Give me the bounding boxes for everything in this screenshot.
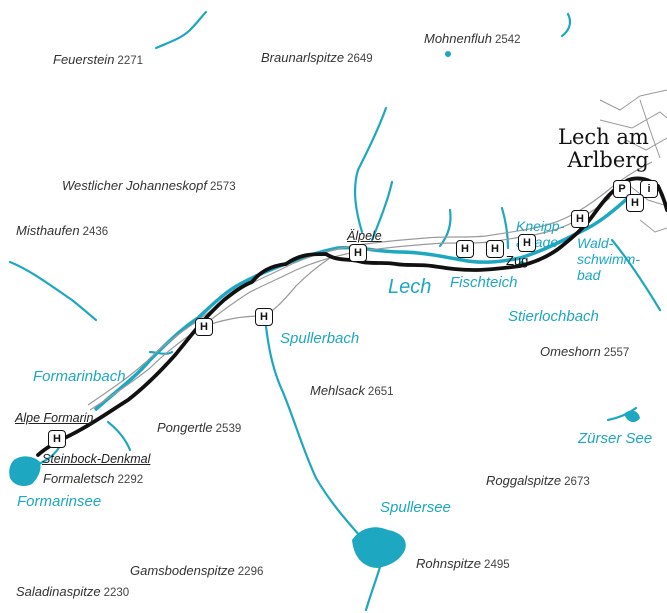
bus-stop-zug: Zug [506,253,529,268]
stream-tributary-3 [438,208,452,248]
info-icon: i [640,180,658,198]
lake-zuerser-see [624,410,640,423]
stream-feuerstein [154,10,208,50]
poi-aelpele: Älpele [347,229,382,243]
road-formarin [87,161,653,406]
lake-spullersee [352,527,406,568]
bus-stop-icon: H [349,244,367,262]
stream-zuers [606,406,638,422]
parking-icon: P [613,180,631,198]
bus-stop-icon: H [571,210,589,228]
lake-formarinsee [9,456,41,486]
label-zuerser-see: Zürser See [578,430,653,447]
label-fischteich: Fischteich [450,274,518,291]
label-lech-river: Lech [388,276,432,298]
roads [87,161,653,411]
stream-mohnenfluh [560,12,572,38]
road-spuller [204,257,331,327]
bus-stop-icon: H [456,240,474,258]
bus-stop-icon: H [48,430,66,448]
stream-lech-valley-right [610,238,662,312]
route-main [36,176,667,457]
hiking-route [36,176,667,457]
label-stierlochbach: Stierlochbach [508,308,599,325]
town-lech-am-arlberg: Lech am Arlberg [558,125,649,172]
poi-steinbock-denkmal: Steinbock-Denkmal [42,452,151,466]
bus-stop-icon: H [255,308,273,326]
stream-formarin-right [106,420,132,452]
lech-river [93,196,630,412]
label-formarinsee: Formarinsee [17,493,102,510]
stream-tributary-4 [500,206,510,250]
label-waldschwimmbad: Wald- schwimm- bad [577,235,640,283]
bus-stop-icon: H [486,240,504,258]
stream-misthaufen [8,260,98,322]
lake-mohnenfluh [445,51,451,57]
bus-stop-icon: H [195,318,213,336]
label-spullersee: Spullersee [380,499,451,516]
stream-northern-tributary [353,106,388,234]
stream-spullerbach [263,316,362,538]
town-area [599,89,667,233]
poi-alpe-formarin: Alpe Formarin [15,411,94,425]
label-formarinbach: Formarinbach [33,368,126,385]
lakes [9,51,640,568]
bus-stop-icon: H [518,234,536,252]
bus-stop-icon: H [626,194,644,212]
label-spullerbach: Spullerbach [280,330,360,347]
stream-tributary-2 [370,180,394,242]
stream-formarinbach-side [148,350,174,355]
streams [8,10,662,612]
